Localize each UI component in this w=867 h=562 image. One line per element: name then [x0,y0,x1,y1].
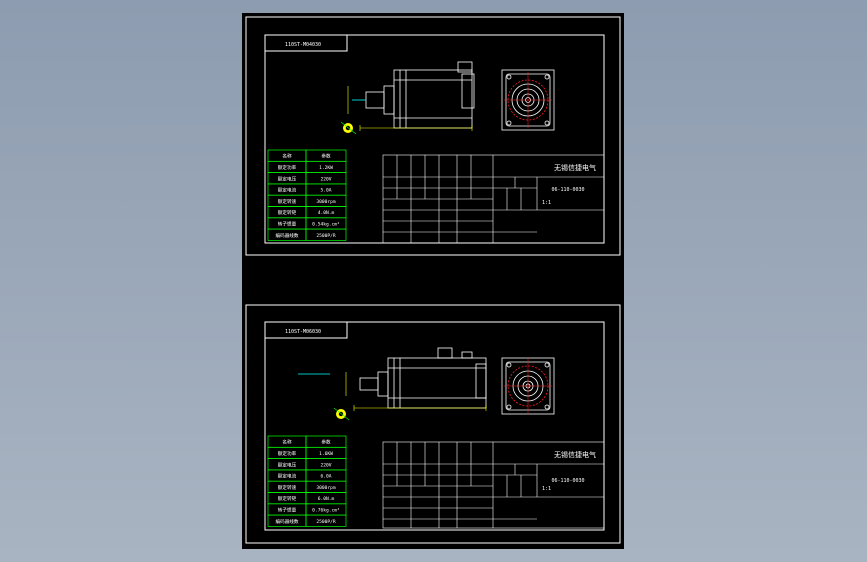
sheet-border [245,304,621,544]
spec-value: 0.54kg.cm² [312,221,340,227]
spec-value: 2500P/R [316,519,336,525]
motor-dimensions [347,86,473,131]
spec-label: 编码器线数 [276,518,299,525]
spec-value: 4.0N.m [318,210,335,216]
spec-label: 额定转速 [278,198,297,205]
spec-label: 编码器线数 [276,232,299,239]
drawing-sheet-2: 110ST-M06030 [245,304,621,544]
motor-dimensions [345,372,487,411]
spec-value: 6.0A [320,474,331,480]
drawing-number: 06-110-0030 [551,187,584,193]
sheet-inner-frame [264,321,605,531]
spec-value: 220V [320,176,331,182]
spec-label: 额定电压 [278,175,297,182]
spec-label: 额定电流 [278,473,297,480]
shaft-key-detail [340,121,357,135]
spec-label: 额定功率 [278,450,297,457]
spec-value: 220V [320,462,331,468]
title-block [382,441,605,529]
spec-label: 转子惯量 [278,220,297,227]
spec-label: 额定电流 [278,187,297,194]
header-label: 110ST-M06030 [285,329,321,335]
header-label-box [264,321,348,339]
spec-cell-border [305,514,347,527]
spec-label: 额定转矩 [278,209,297,216]
scale-value: 1:1 [542,200,551,206]
shaft-key-detail [333,407,350,421]
spec-value: 0.76kg.cm² [312,507,340,513]
scale-value: 1:1 [542,486,551,492]
company-name: 无锡信捷电气 [554,163,596,172]
spec-value: 2500P/R [316,233,336,239]
spec-label: 名称 [282,153,292,160]
spec-value: 1.6KW [319,451,333,457]
spec-label: 额定电压 [278,461,297,468]
header-label: 110ST-M04030 [285,42,321,48]
drawing-sheet-1: 110ST-M04030 [245,16,621,256]
spec-value: 3000rpm [316,199,336,205]
spec-label: 转子惯量 [278,506,297,513]
sheet-border [245,16,621,256]
motor-flange-view [501,69,555,131]
title-block [382,154,605,244]
spec-label: 额定功率 [278,164,297,171]
spec-value: 参数 [321,439,331,446]
spec-cell-border [305,228,347,241]
spec-value: 3000rpm [316,485,336,491]
spec-value: 参数 [321,153,331,160]
drawing-number: 06-110-0030 [551,478,584,484]
model-space [242,13,624,549]
spec-label: 额定转矩 [278,495,297,502]
spec-label: 额定转速 [278,484,297,491]
header-label-box [264,34,348,52]
spec-value: 1.2KW [319,165,333,171]
spec-label: 名称 [282,439,292,446]
spec-value: 5.0A [320,188,331,194]
company-name: 无锡信捷电气 [554,450,596,459]
spec-value: 6.0N.m [318,496,335,502]
motor-flange-view [501,357,555,415]
